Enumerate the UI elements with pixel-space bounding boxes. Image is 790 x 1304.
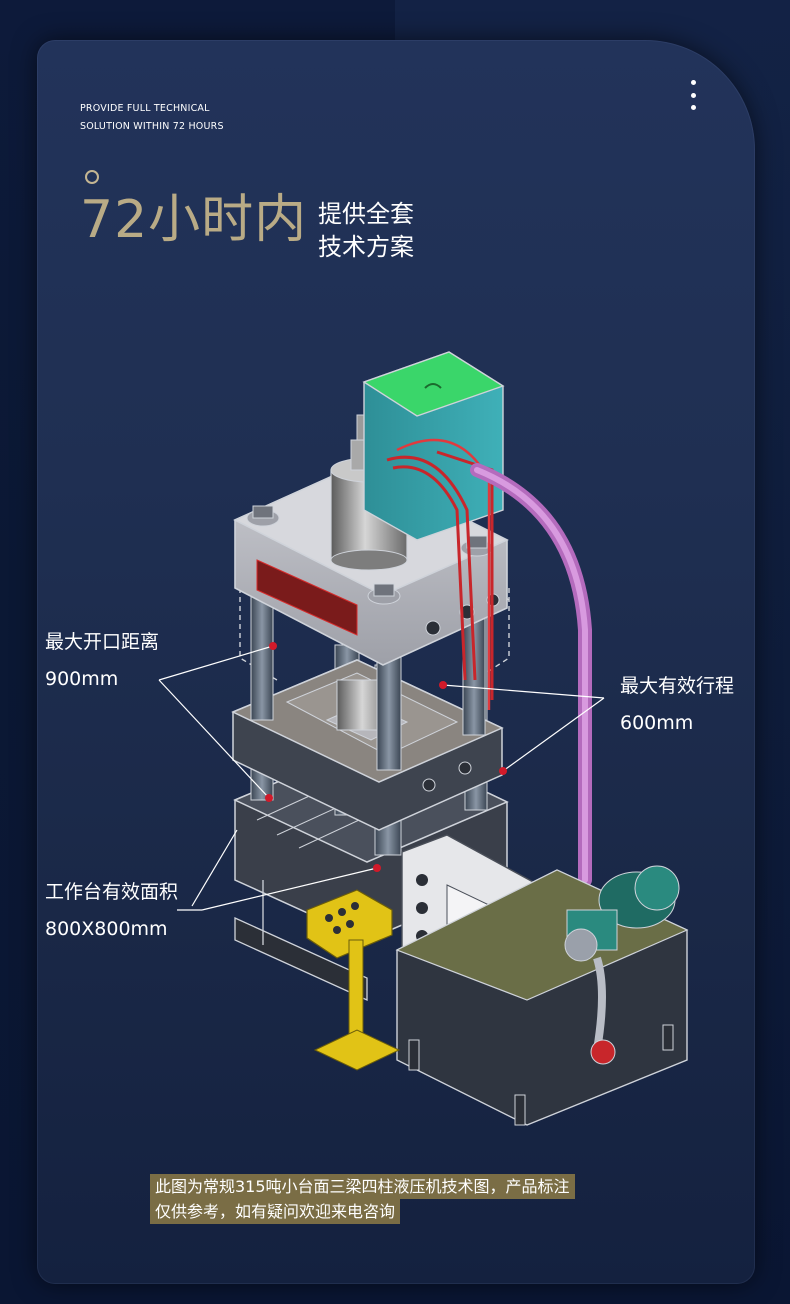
annotation-max-stroke: 最大有效行程 600mm <box>620 674 734 735</box>
eyebrow-line-2: SOLUTION WITHIN 72 HOURS <box>80 121 224 132</box>
footnote-line-1: 此图为常规315吨小台面三梁四柱液压机技术图，产品标注 <box>150 1174 575 1199</box>
annotation-label: 工作台有效面积 <box>45 881 179 903</box>
sub-headline-line-2: 技术方案 <box>318 233 414 261</box>
sub-headline: 提供全套 技术方案 <box>318 198 414 264</box>
annotation-label: 最大开口距离 <box>45 631 160 653</box>
ring-icon <box>85 170 99 184</box>
annotation-max-opening: 最大开口距离 900mm <box>45 630 159 691</box>
more-options-icon[interactable] <box>688 80 698 110</box>
annotation-value: 900mm <box>45 668 119 690</box>
sub-headline-line-1: 提供全套 <box>318 200 414 228</box>
hydraulic-press-illustration <box>158 351 689 1126</box>
eyebrow-text: PROVIDE FULL TECHNICAL SOLUTION WITHIN 7… <box>80 100 224 136</box>
annotation-label: 最大有效行程 <box>620 675 735 697</box>
eyebrow-line-1: PROVIDE FULL TECHNICAL <box>80 103 210 114</box>
headline: 72小时内 <box>80 190 308 250</box>
footnote: 此图为常规315吨小台面三梁四柱液压机技术图，产品标注 仅供参考，如有疑问欢迎来… <box>150 1174 575 1224</box>
footnote-line-2: 仅供参考，如有疑问欢迎来电咨询 <box>150 1199 401 1224</box>
annotation-table-area: 工作台有效面积 800X800mm <box>45 880 178 941</box>
annotation-value: 600mm <box>620 712 694 734</box>
annotation-value: 800X800mm <box>45 918 168 940</box>
info-card: PROVIDE FULL TECHNICAL SOLUTION WITHIN 7… <box>37 40 755 1284</box>
